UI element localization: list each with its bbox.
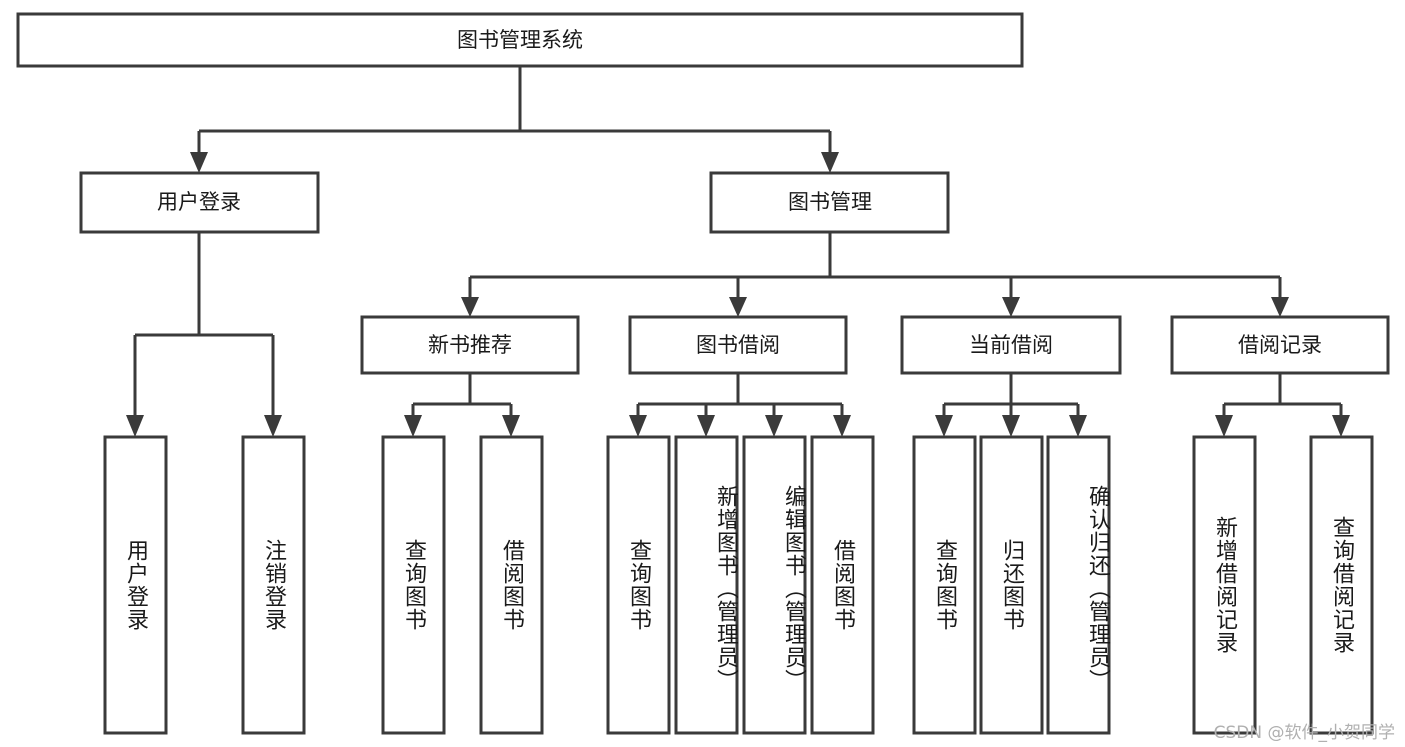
connector-group-new-book [404,373,520,437]
arrow-head-cb-query-book [935,415,953,437]
node-box-leaf-bb-edit-book[interactable] [742,435,807,735]
arrow-head-book-borrow [729,297,747,317]
arrow-head-cb-return-book [1002,415,1020,437]
arrow-head-br-query-record [1332,415,1350,437]
arrow-head-book-manage [821,152,839,173]
arrow-head-cb-confirm-return [1069,415,1087,437]
node-label-book-manage: 图书管理 [788,190,872,214]
node-box-leaf-cb-query-book[interactable] [912,435,977,735]
node-box-leaf-br-query-record[interactable] [1309,435,1374,735]
node-label-root: 图书管理系统 [457,28,583,52]
connector-group-book-manage [461,232,1289,317]
arrow-head-user-login [190,152,208,173]
node-box-leaf-br-add-record[interactable] [1192,435,1257,735]
arrow-head-new-book [461,297,479,317]
connector-group-current-borrow [935,373,1087,437]
connector-group-user-login [126,232,282,437]
arrow-head-leaf-logout [264,415,282,437]
connector-group-book-borrow [629,373,851,437]
node-box-leaf-bb-borrow-book[interactable] [810,435,875,735]
node-box-leaf-bb-add-book[interactable] [674,435,739,735]
node-box-leaf-nb-borrow-book[interactable] [479,435,544,735]
arrow-head-nb-query-book [404,415,422,437]
node-box-leaf-logout[interactable] [241,435,306,735]
node-box-current-borrow[interactable] [900,315,1122,375]
csdn-watermark: CSDN @软件_小贺同学 [1213,723,1395,743]
node-box-leaf-user-login[interactable] [103,435,168,735]
arrow-head-bb-borrow-book [833,415,851,437]
node-box-root[interactable] [16,12,1024,68]
arrow-head-bb-add-book [697,415,715,437]
connector-group-root [190,66,839,173]
node-box-borrow-record[interactable] [1170,315,1390,375]
arrow-head-nb-borrow-book [502,415,520,437]
node-label-new-book: 新书推荐 [428,333,512,357]
node-box-leaf-nb-query-book[interactable] [381,435,446,735]
arrow-head-current-borrow [1002,297,1020,317]
node-label-book-borrow: 图书借阅 [696,333,780,357]
node-label-borrow-record: 借阅记录 [1238,333,1322,357]
node-label-user-login: 用户登录 [157,190,241,214]
arrow-head-br-add-record [1215,415,1233,437]
arrow-head-bb-edit-book [765,415,783,437]
node-box-book-borrow[interactable] [628,315,848,375]
arrow-head-bb-query-book [629,415,647,437]
node-box-leaf-bb-query-book[interactable] [606,435,671,735]
node-box-leaf-cb-return-book[interactable] [979,435,1044,735]
node-label-current-borrow: 当前借阅 [969,333,1053,357]
arrow-head-borrow-record [1271,297,1289,317]
node-box-user-login[interactable] [79,171,320,234]
node-box-leaf-cb-confirm-return[interactable] [1046,435,1111,735]
arrow-head-leaf-user-login [126,415,144,437]
node-box-new-book[interactable] [360,315,580,375]
node-box-book-manage[interactable] [709,171,950,234]
connector-group-borrow-record [1215,373,1350,437]
